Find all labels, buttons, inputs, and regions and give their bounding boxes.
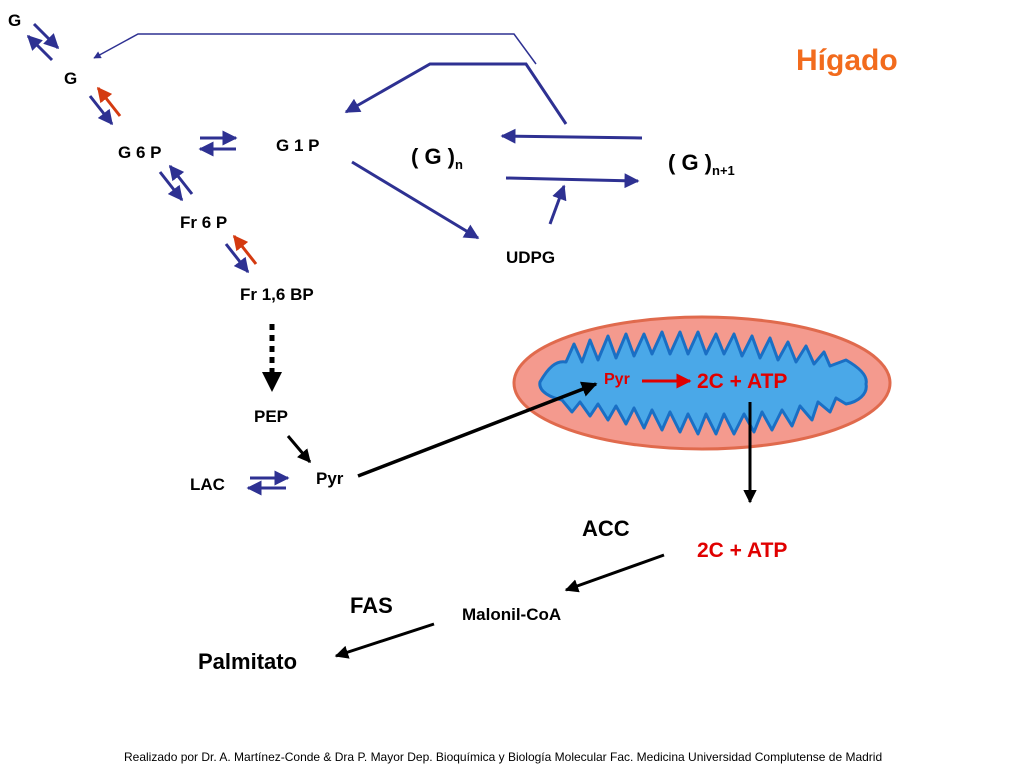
phosphoglucomutase-arrows <box>198 130 238 157</box>
lac-pyr-arrows <box>246 470 290 496</box>
acc-arrow <box>564 553 665 593</box>
mito-acetyl-atp-label: 2C + ATP <box>697 370 788 393</box>
glucose-blood-label: G <box>8 11 22 30</box>
fas-arrow <box>334 622 435 659</box>
hexokinase-arrows <box>88 86 122 126</box>
glycogen-synthase-arrow <box>505 173 640 189</box>
g6p-label: G 6 P <box>118 143 162 162</box>
glycogen-n1-label: ( G )n+1 <box>668 150 735 178</box>
malonil-coa-label: Malonil-CoA <box>462 605 562 624</box>
pfk-arrows <box>224 234 258 274</box>
udpg-to-synthase-arrow <box>548 184 567 225</box>
pep-label: PEP <box>254 407 289 426</box>
glycogen-phosphorylase-arrow <box>500 128 643 144</box>
debranching-to-g-line <box>93 33 537 65</box>
pyr-label: Pyr <box>316 469 344 488</box>
lac-label: LAC <box>190 475 225 494</box>
palmitato-label: Palmitato <box>198 649 298 674</box>
acc-label: ACC <box>582 516 630 541</box>
cyto-acetyl-atp-label: 2C + ATP <box>697 539 788 562</box>
pyr-into-mitochondrion-arrow <box>357 381 598 478</box>
fr16bp-label: Fr 1,6 BP <box>240 285 314 304</box>
credit-footer: Realizado por Dr. A. Martínez-Conde & Dr… <box>124 750 883 764</box>
fas-label: FAS <box>350 593 393 618</box>
g1p-label: G 1 P <box>276 136 320 155</box>
glucose-label: G <box>64 69 78 88</box>
glycolysis-dotted-arrow <box>262 324 282 392</box>
g1p-to-udpg-arrow <box>351 160 480 240</box>
mito-pyr-label: Pyr <box>604 371 630 388</box>
page-title: Hígado <box>796 44 898 77</box>
isomerase-arrows <box>158 164 194 202</box>
mitochondrion <box>512 315 892 451</box>
mitochondrion-inner-membrane <box>538 330 868 436</box>
phosphorylase-to-g1p-arrow <box>344 62 568 125</box>
g-transport-arrows <box>26 22 60 62</box>
glycogen-n-label: ( G )n <box>411 144 463 172</box>
fr6p-label: Fr 6 P <box>180 213 228 232</box>
udpg-label: UDPG <box>506 248 556 267</box>
pep-to-pyr-arrow <box>286 435 312 464</box>
